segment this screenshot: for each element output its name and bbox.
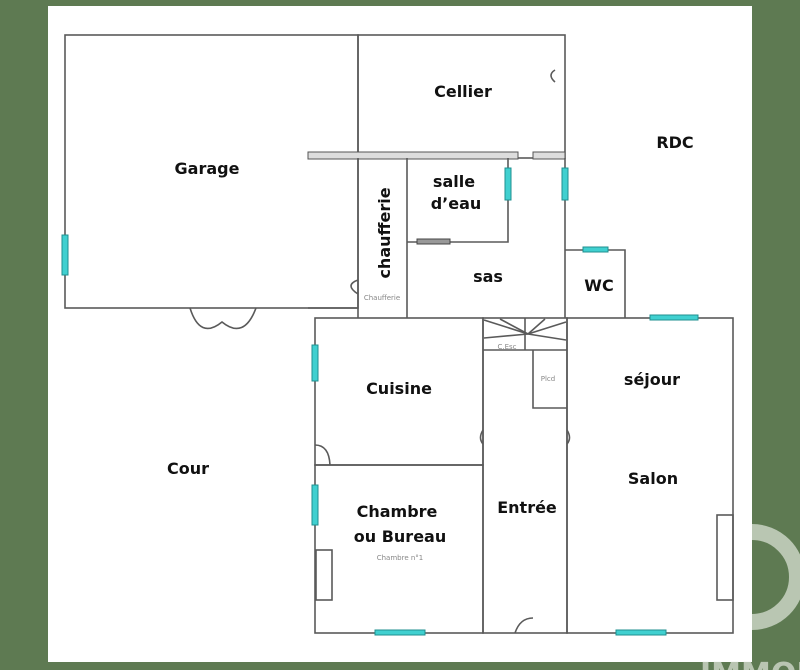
room-label-sejour: séjour	[624, 370, 680, 389]
room-label-cour: Cour	[167, 459, 209, 478]
room-label-garage: Garage	[175, 159, 240, 178]
window	[374, 629, 426, 636]
partition-bar	[532, 151, 566, 160]
watermark-text: IMMOBILIER	[700, 657, 800, 670]
small-label-chambre: Chambre n°1	[377, 554, 424, 562]
window	[311, 484, 319, 526]
salle-eau-fixture	[416, 238, 451, 245]
window	[582, 246, 609, 253]
window	[311, 344, 319, 382]
room-label-chambre-2: ou Bureau	[354, 527, 446, 546]
room-label-salle-eau-2: d’eau	[431, 194, 482, 213]
room-label-sas: sas	[473, 267, 503, 286]
room-label-cellier: Cellier	[434, 82, 492, 101]
windows	[61, 167, 699, 636]
staircase	[483, 318, 567, 409]
salon-fireplace	[716, 514, 734, 601]
room-label-entree: Entrée	[497, 498, 557, 517]
room-labels: RDC Garage Cellier salle d’eau chaufferi…	[167, 82, 694, 546]
chambre-closet	[315, 549, 333, 601]
room-label-salle-eau-1: salle	[433, 172, 475, 191]
level-label: RDC	[656, 133, 693, 152]
watermark-logo: IMMOBILIER	[700, 524, 800, 670]
window	[61, 234, 69, 276]
window	[649, 314, 699, 321]
small-label-placard: Plcd	[541, 375, 555, 383]
small-label-chaufferie: Chaufferie	[364, 294, 400, 302]
room-label-cuisine: Cuisine	[366, 379, 432, 398]
window	[504, 167, 512, 201]
doors	[189, 69, 571, 634]
window	[561, 167, 569, 201]
room-label-salon: Salon	[628, 469, 678, 488]
small-label-escalier: C.Esc	[497, 343, 516, 351]
room-label-chaufferie: chaufferie	[375, 187, 394, 278]
partition-bar	[307, 151, 519, 160]
window	[615, 629, 667, 636]
plan-sheet	[48, 6, 752, 662]
room-label-wc: WC	[584, 276, 613, 295]
room-label-chambre-1: Chambre	[357, 502, 438, 521]
small-labels: Chaufferie C.Esc Plcd Chambre n°1	[364, 294, 555, 562]
